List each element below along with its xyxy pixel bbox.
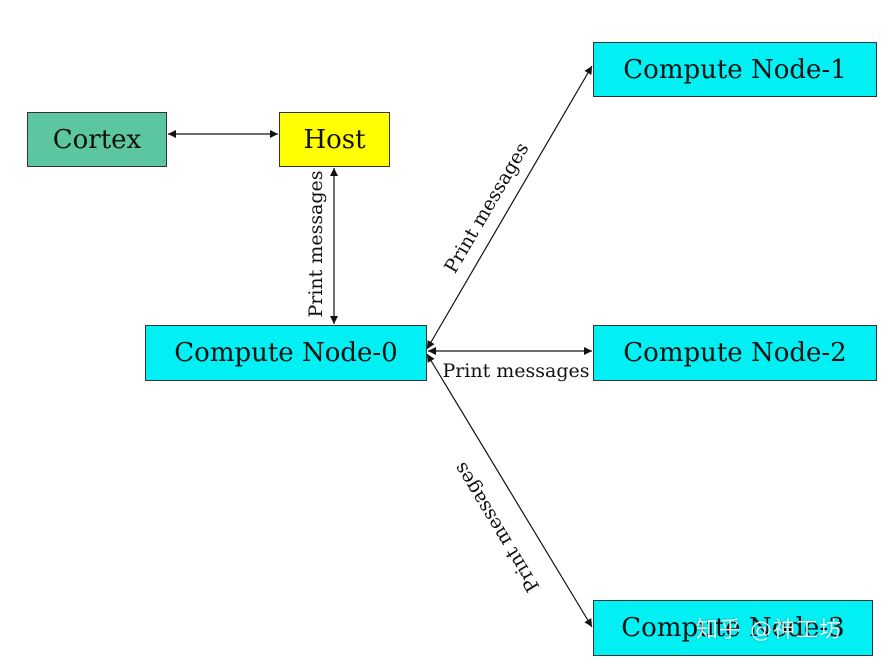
node0-node2-label: Print messages [442, 360, 589, 382]
compute-node-1: Compute Node-1 [593, 42, 877, 97]
cortex-node: Cortex [27, 112, 167, 167]
compute-node-2-label: Compute Node-2 [623, 338, 847, 368]
host-node: Host [279, 112, 390, 167]
watermark: 知乎 @神工坊 [696, 618, 842, 643]
compute-node-1-label: Compute Node-1 [623, 54, 847, 85]
host-node0-label: Print messages [305, 170, 327, 317]
node0-node1-arrow [426, 65, 593, 350]
node0-node3-label: Print messages [449, 458, 544, 595]
compute-node-2: Compute Node-2 [593, 325, 877, 381]
compute-node-0: Compute Node-0 [145, 325, 427, 381]
compute-node-3: Compute Node-3 [593, 600, 873, 656]
host-label: Host [303, 124, 366, 155]
compute-node-0-label: Compute Node-0 [174, 338, 398, 368]
node0-node3-arrow [426, 353, 593, 628]
compute-node-3-label: Compute Node-3 [621, 613, 845, 643]
cortex-label: Cortex [52, 124, 142, 155]
node0-node1-label: Print messages [440, 139, 533, 277]
